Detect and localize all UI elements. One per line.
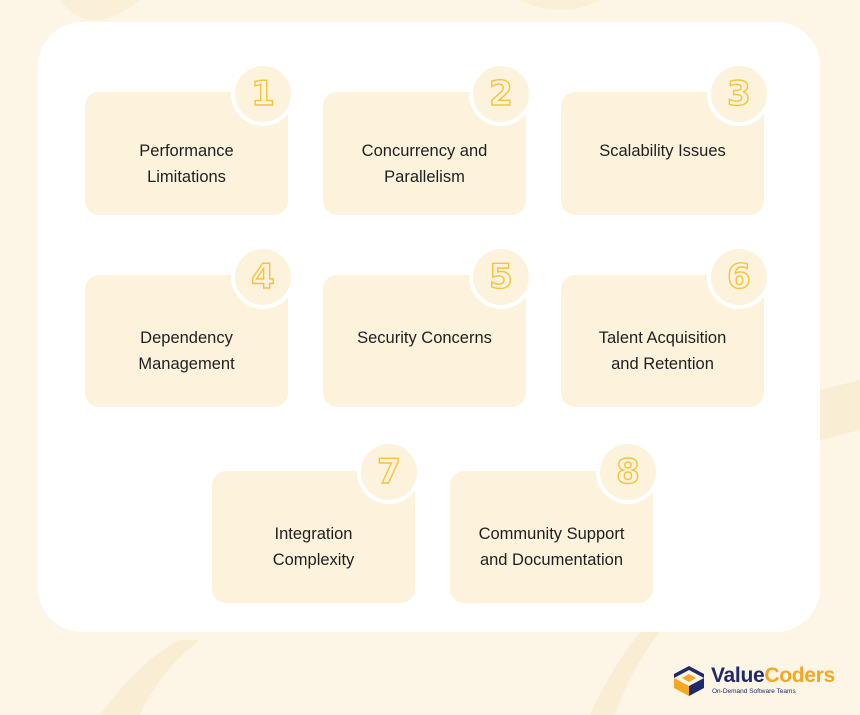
badge-number: 6	[726, 257, 751, 297]
number-badge: 4	[231, 245, 295, 309]
badge-number: 5	[488, 257, 513, 297]
number-badge: 1	[231, 62, 295, 126]
card-label: Dependency Management	[138, 329, 235, 373]
logo-name: ValueCoders	[711, 664, 835, 687]
card-label: Performance Limitations	[139, 142, 234, 186]
number-badge: 6	[707, 245, 771, 309]
card-label: Scalability Issues	[599, 142, 726, 160]
card-label: Talent Acquisition and Retention	[598, 329, 727, 373]
number-badge: 8	[596, 440, 660, 504]
badge-number: 3	[726, 74, 751, 114]
number-badge: 3	[707, 62, 771, 126]
badge-number: 2	[488, 74, 513, 114]
card-label: Concurrency and Parallelism	[361, 142, 488, 186]
badge-number: 7	[376, 452, 401, 492]
badge-number: 8	[615, 452, 640, 492]
number-badge: 5	[469, 245, 533, 309]
badge-number: 1	[250, 74, 275, 114]
card-label: Integration Complexity	[272, 525, 355, 569]
logo-tagline: On-Demand Software Teams	[712, 688, 796, 695]
badge-number: 4	[250, 257, 275, 297]
logo-mark-icon	[674, 666, 704, 696]
card-label: Community Support and Documentation	[478, 525, 625, 569]
valuecoders-logo: ValueCoders On-Demand Software Teams	[672, 662, 835, 702]
number-badge: 7	[357, 440, 421, 504]
card-label: Security Concerns	[357, 329, 492, 347]
number-badge: 2	[469, 62, 533, 126]
